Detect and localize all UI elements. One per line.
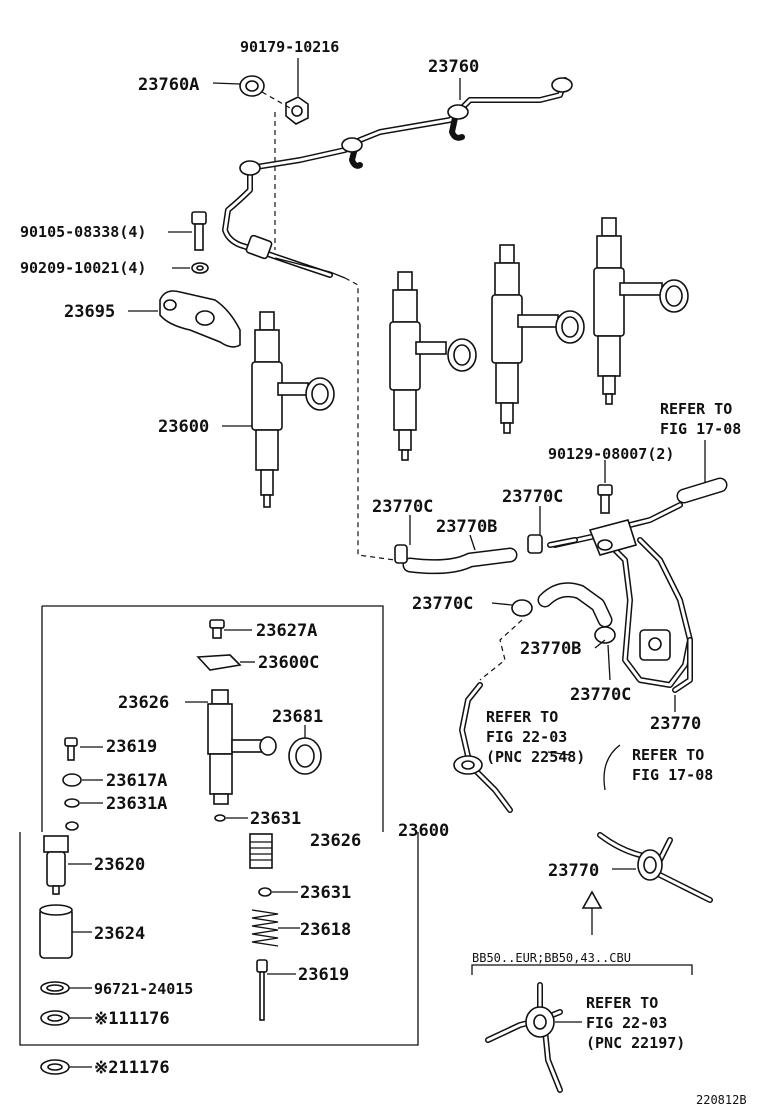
nozzle-23620 <box>43 835 69 895</box>
label-23627A: 23627A <box>256 621 317 641</box>
bolt-90129-08007 <box>597 484 613 514</box>
leakage-pipe-23770 <box>552 502 693 693</box>
label-23619-b: 23619 <box>298 965 349 985</box>
label-23600: 23600 <box>158 417 209 437</box>
ring-23631-a <box>214 814 226 822</box>
label-23617A: 23617A <box>106 771 167 791</box>
label-23681: 23681 <box>272 707 323 727</box>
label-23600C: 23600C <box>258 653 319 673</box>
label-23619-a: 23619 <box>106 737 157 757</box>
injector-23600-main <box>251 311 335 508</box>
label-refer-17-08-top-2: FIG 17-08 <box>660 420 741 438</box>
label-refer-17-08-b-1: REFER TO <box>632 746 704 764</box>
label-bb50-variant: BB50..EUR;BB50,43..CBU <box>472 951 631 965</box>
injector-3 <box>491 244 585 434</box>
label-refer-22-03-b-2: FIG 22-03 <box>586 1014 667 1032</box>
label-refer-22-03-b-1: REFER TO <box>586 994 658 1012</box>
rod-23619-b <box>256 959 268 1021</box>
pipe-nut-2 <box>341 137 363 153</box>
label-23631A: 23631A <box>106 794 167 814</box>
clamp-23600C <box>196 654 242 671</box>
hose-23770B-b <box>537 582 613 628</box>
label-refer-22-03-a-2: FIG 22-03 <box>486 728 567 746</box>
hose-23770B-a <box>402 547 518 575</box>
label-23770-a: 23770 <box>650 714 701 734</box>
injector-4 <box>593 217 689 405</box>
label-23770B-b: 23770B <box>520 639 581 659</box>
pipe-nut-4 <box>551 77 573 93</box>
connector-23681 <box>288 737 322 775</box>
label-23631-a: 23631 <box>250 809 301 829</box>
label-refer-22-03-a-3: (PNC 22548) <box>486 748 585 766</box>
part-labels: 23760A 90179-10216 23760 90105-08338(4) … <box>20 38 747 1107</box>
label-23770C-c: 23770C <box>412 594 473 614</box>
gasket-11176-1 <box>40 1010 70 1026</box>
figure-number: 220812B <box>696 1093 747 1107</box>
retainer-23624 <box>39 904 73 959</box>
label-23760A: 23760A <box>138 75 199 95</box>
label-90129-08007: 90129-08007(2) <box>548 445 674 463</box>
label-23618: 23618 <box>300 920 351 940</box>
label-refer-17-08-top-1: REFER TO <box>660 400 732 418</box>
ring-23617A <box>62 773 82 787</box>
label-11176-2: ※211176 <box>94 1058 170 1078</box>
clip-23770C-b <box>527 534 543 554</box>
bolt-23619-a <box>64 737 78 761</box>
injector-2 <box>389 271 477 461</box>
nut-90179-10216 <box>285 96 309 125</box>
ring-23631-b <box>258 887 272 897</box>
pipe-nut-1 <box>239 160 261 176</box>
label-90209-10021: 90209-10021(4) <box>20 259 146 277</box>
spring-23618 <box>251 909 279 947</box>
clip-23770C-d <box>594 626 616 644</box>
clip-23770C-a <box>394 544 408 564</box>
bolt-90105-08338 <box>191 211 207 251</box>
label-23624: 23624 <box>94 924 145 944</box>
label-23626: 23626 <box>118 693 169 713</box>
holder-23626-lower <box>249 833 273 869</box>
exploded-view-frame <box>19 605 419 1046</box>
label-23695: 23695 <box>64 302 115 322</box>
label-refer-22-03-b-3: (PNC 22197) <box>586 1034 685 1052</box>
label-23770B-a: 23770B <box>436 517 497 537</box>
injection-pipe-23760 <box>222 77 573 561</box>
bolt-23627A <box>209 619 225 639</box>
clip-23770C-c <box>511 599 533 617</box>
label-23770C-d: 23770C <box>570 685 631 705</box>
label-11176-1: ※111176 <box>94 1009 170 1029</box>
label-23770-b: 23770 <box>548 861 599 881</box>
label-23631-b: 23631 <box>300 883 351 903</box>
label-23620: 23620 <box>94 855 145 875</box>
gasket-11176-2 <box>40 1059 70 1075</box>
label-90105-08338: 90105-08338(4) <box>20 223 146 241</box>
pipe-connector <box>245 234 273 260</box>
pipe-nut-3 <box>447 104 469 120</box>
arrow-up <box>581 890 603 935</box>
label-23626-b: 23626 <box>310 831 361 851</box>
label-refer-22-03-a-1: REFER TO <box>486 708 558 726</box>
label-90179-10216: 90179-10216 <box>240 38 339 56</box>
label-23770C-b: 23770C <box>502 487 563 507</box>
washer-23760A <box>239 75 265 97</box>
variant-bracket <box>471 964 693 975</box>
ring-23631A <box>64 798 80 808</box>
washer-90209-10021 <box>191 262 209 274</box>
label-refer-17-08-b-2: FIG 17-08 <box>632 766 713 784</box>
label-96721-24015: 96721-24015 <box>94 980 193 998</box>
gasket-96721-24015 <box>40 981 70 995</box>
label-23770C-a: 23770C <box>372 497 433 517</box>
holder-23626-upper <box>207 689 277 805</box>
union-variant <box>485 982 563 1093</box>
leakage-pipe-23770-detail <box>597 832 713 903</box>
clamp-23695 <box>159 290 241 348</box>
label-23600-b: 23600 <box>398 821 449 841</box>
label-23760: 23760 <box>428 57 479 77</box>
